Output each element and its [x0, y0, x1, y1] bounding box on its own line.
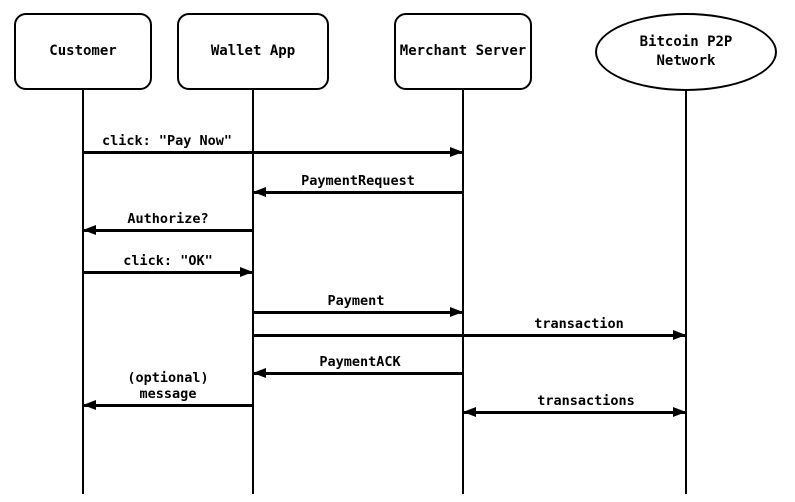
- arrowhead-3: [240, 266, 253, 277]
- arrowhead-8: [673, 406, 686, 417]
- participant-customer: Customer: [14, 13, 152, 90]
- arrowhead-5: [673, 329, 686, 340]
- participant-label-merchant: Merchant Server: [399, 43, 527, 59]
- message-line-8: [463, 410, 686, 414]
- message-label-5: transaction: [534, 316, 624, 332]
- participant-bitcoin: Bitcoin P2P Network: [595, 13, 777, 91]
- message-label-2: Authorize?: [127, 211, 209, 227]
- message-label-4: Payment: [327, 293, 385, 309]
- message-label-8: transactions: [537, 393, 635, 409]
- arrowhead-2: [83, 224, 96, 235]
- message-line-2: [83, 228, 253, 232]
- message-line-4: [253, 310, 463, 314]
- participant-label-bitcoin: Bitcoin P2P Network: [639, 34, 733, 69]
- arrowhead-7: [83, 399, 96, 410]
- message-line-0: [83, 150, 463, 154]
- message-label-3: click: "OK": [123, 253, 213, 269]
- lifeline-wallet: [251, 88, 255, 494]
- message-line-6: [253, 371, 463, 375]
- lifeline-merchant: [461, 88, 465, 494]
- arrowhead-0: [450, 146, 463, 157]
- message-line-7: [83, 403, 253, 407]
- participant-label-customer: Customer: [49, 43, 117, 59]
- message-line-1: [253, 190, 463, 194]
- message-label-1: PaymentRequest: [301, 173, 415, 189]
- message-label-6: PaymentACK: [319, 354, 401, 370]
- arrowhead-6: [253, 367, 266, 378]
- participant-merchant: Merchant Server: [394, 13, 532, 90]
- lifeline-customer: [81, 88, 85, 494]
- arrowhead-8-reverse: [463, 406, 476, 417]
- message-line-3: [83, 270, 253, 274]
- arrowhead-4: [450, 306, 463, 317]
- message-label-0: click: "Pay Now": [101, 133, 233, 149]
- message-label-7: (optional) message: [127, 370, 209, 402]
- participant-wallet: Wallet App: [177, 13, 329, 90]
- participant-label-wallet: Wallet App: [210, 43, 296, 59]
- lifeline-bitcoin: [684, 89, 688, 494]
- message-line-5: [253, 333, 686, 337]
- arrowhead-1: [253, 186, 266, 197]
